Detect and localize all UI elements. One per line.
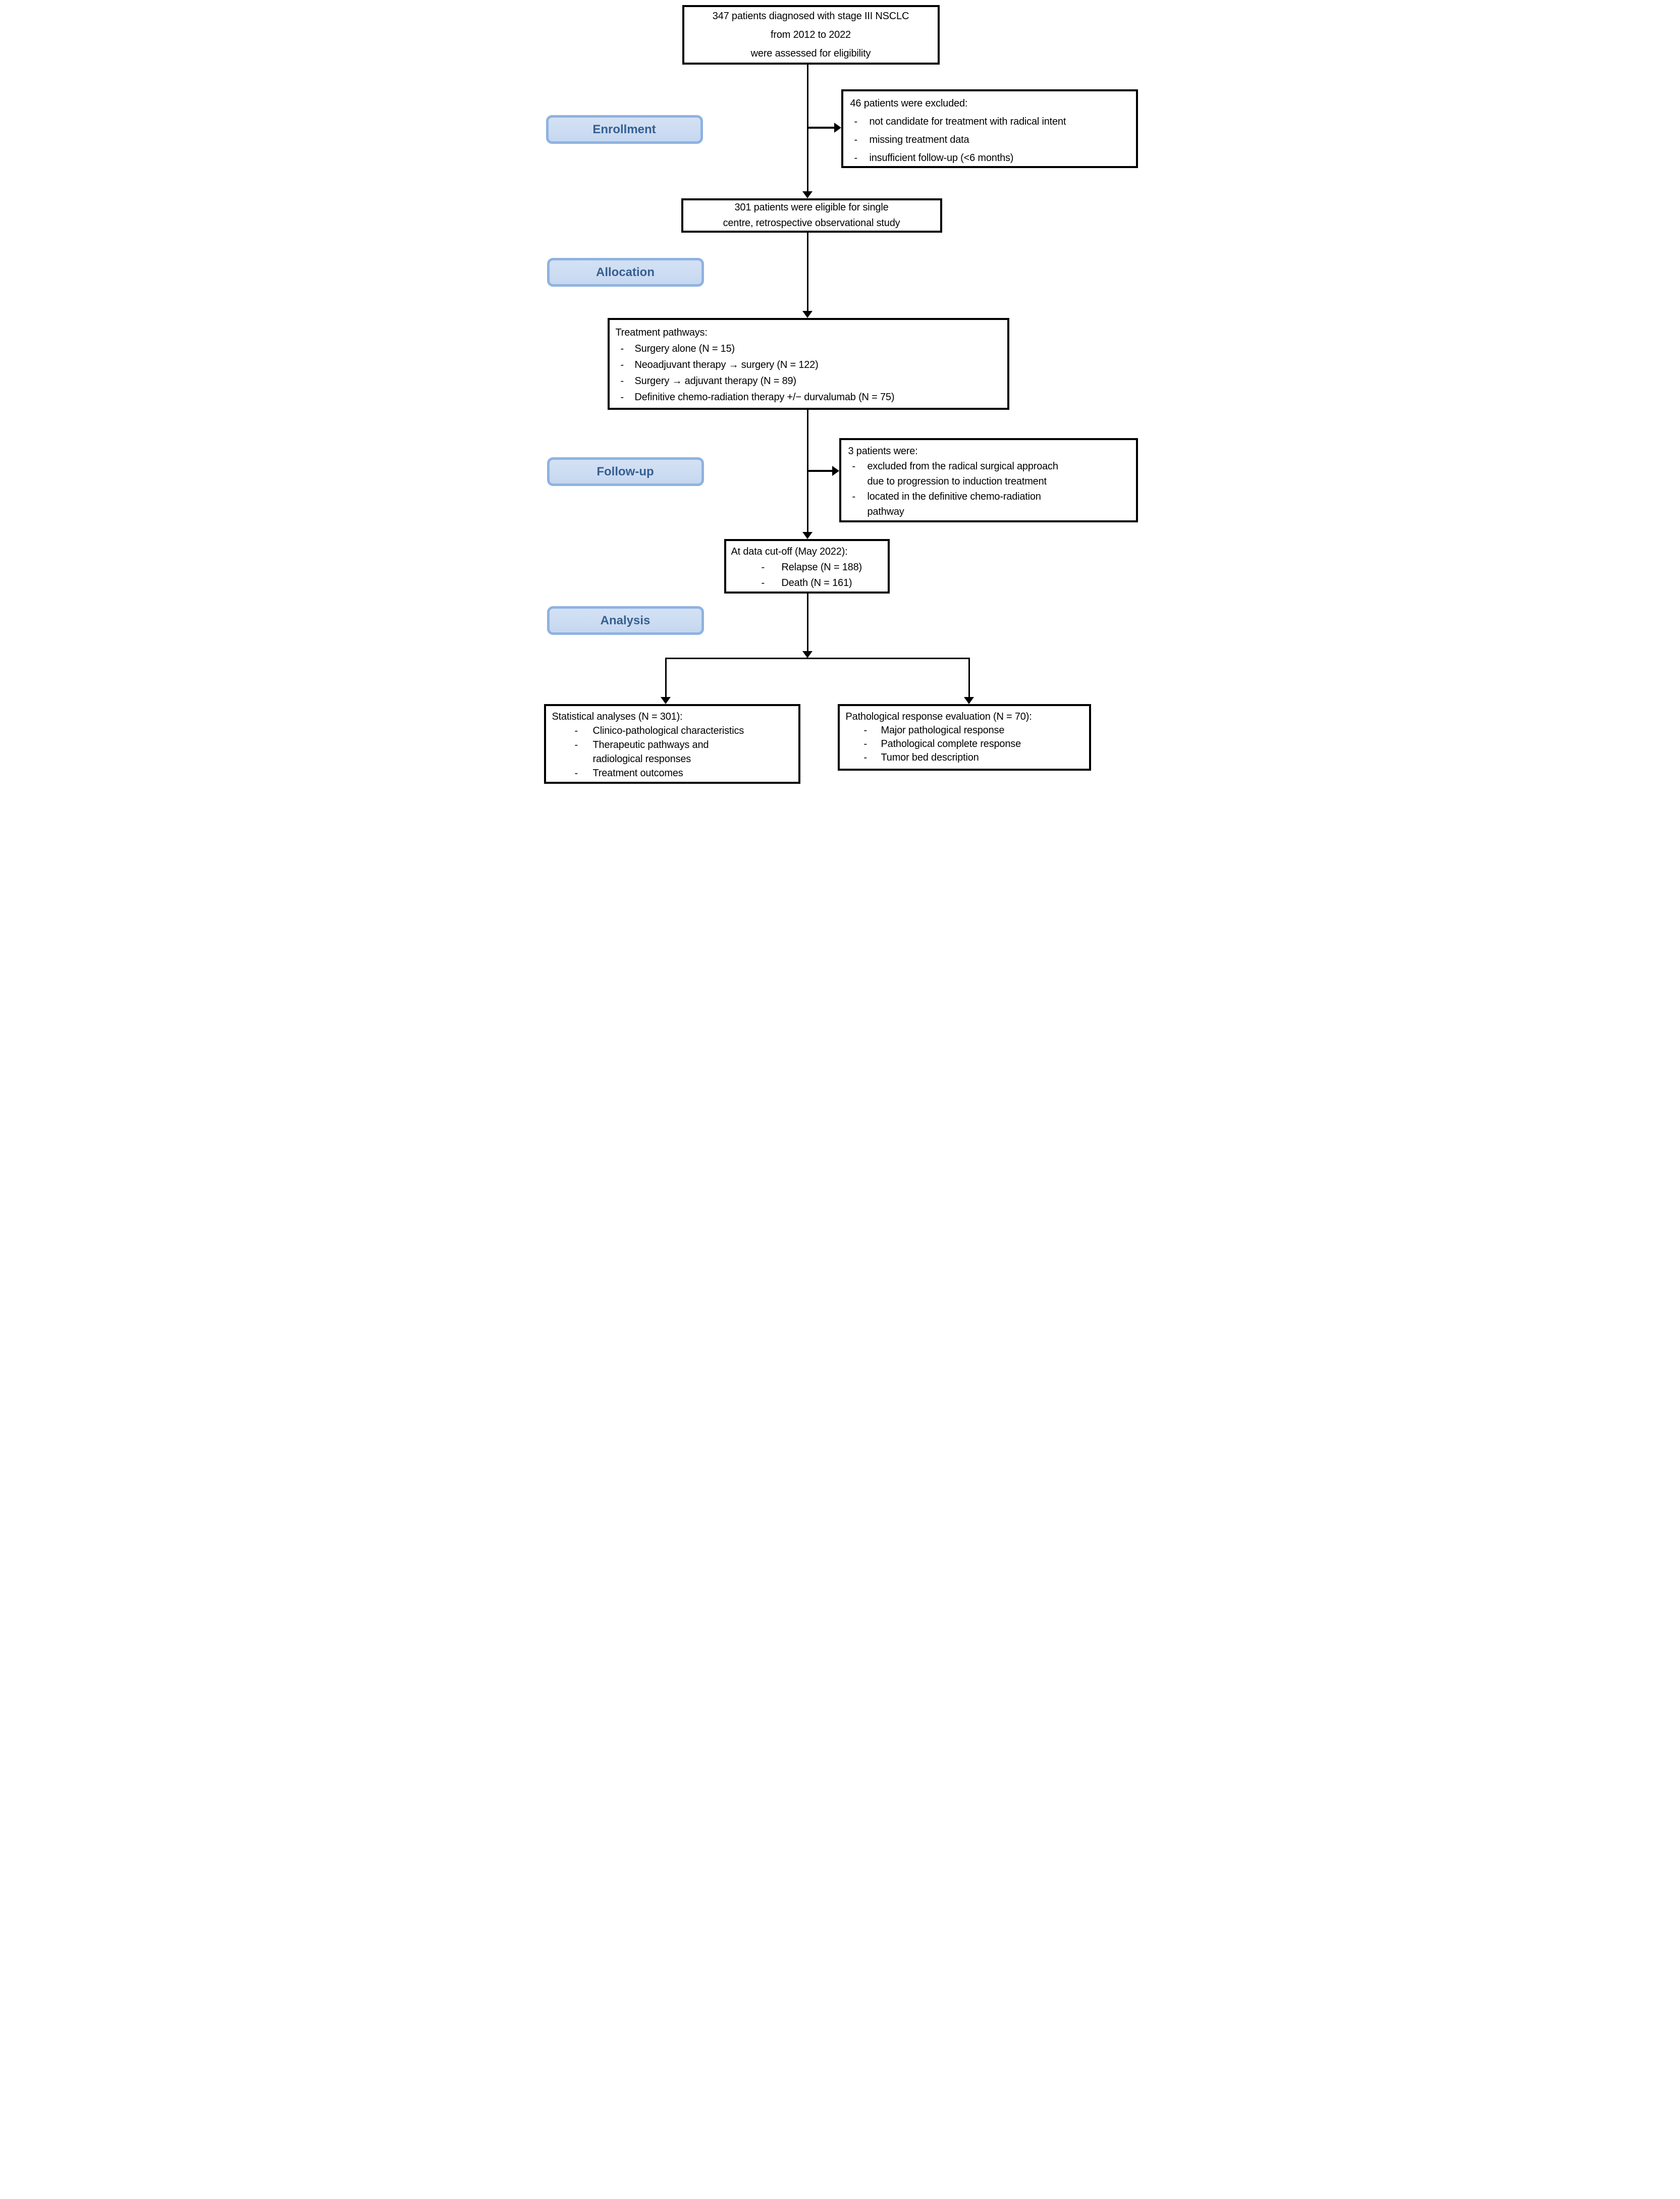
bullet-dash <box>854 149 870 167</box>
consort-flow-diagram: Enrollment Allocation Follow-up Analysis… <box>539 0 1141 786</box>
box-title: 46 patients were excluded: <box>850 98 968 109</box>
bullet-dash <box>621 341 635 357</box>
arrowhead-right-icon <box>832 466 839 476</box>
arrowhead-down-icon <box>802 191 812 198</box>
arrowhead-down-icon <box>802 532 812 539</box>
arrowhead-down-icon <box>660 697 671 704</box>
box-data-cutoff: At data cut-off (May 2022): Relapse (N =… <box>724 539 890 594</box>
box-title: Treatment pathways: <box>615 327 708 338</box>
bullet-dash <box>575 724 593 738</box>
arrowhead-down-icon <box>802 311 812 318</box>
stage-label-text: Allocation <box>595 265 655 279</box>
arrowhead-down-icon <box>802 651 812 658</box>
bullet-dash <box>864 724 881 737</box>
box-text: 347 patients diagnosed with stage III NS… <box>712 10 909 59</box>
list-item: Therapeutic pathways and radiological re… <box>575 738 794 766</box>
connector-branch-to-excluded <box>807 127 835 129</box>
list-item: Clinico-pathological characteristics <box>575 724 794 738</box>
connector-assessed-to-eligible <box>806 65 808 192</box>
list-item: Surgery → adjuvant therapy (N = 89) <box>616 373 1002 389</box>
bullet-dash <box>575 738 593 752</box>
box-statistical-analyses: Statistical analyses (N = 301): Clinico-… <box>544 704 800 784</box>
list-item: Pathological complete response <box>864 737 1085 751</box>
box-text: 301 patients were eligible for single ce… <box>723 202 900 229</box>
stage-label-followup: Follow-up <box>547 457 704 486</box>
list-item: insufficient follow-up (<6 months) <box>850 149 1131 167</box>
list-item: Neoadjuvant therapy → surgery (N = 122) <box>616 357 1002 373</box>
bullet-dash <box>864 737 881 751</box>
list-item: Treatment outcomes <box>575 766 794 780</box>
stage-label-analysis: Analysis <box>547 606 704 635</box>
bullet-dash <box>621 389 635 405</box>
list-item: Surgery alone (N = 15) <box>616 341 1002 357</box>
bullet-dash <box>852 489 868 504</box>
stage-label-allocation: Allocation <box>547 258 704 287</box>
stage-label-text: Analysis <box>600 613 651 627</box>
connector-split-to-pathological <box>968 658 970 698</box>
box-eligible-patients: 301 patients were eligible for single ce… <box>681 198 942 233</box>
list-item: excluded from the radical surgical appro… <box>848 459 1131 489</box>
stage-label-text: Follow-up <box>597 464 654 478</box>
bullet-dash <box>575 766 593 780</box>
connector-split-to-statistical <box>665 658 667 698</box>
connector-split-horizontal <box>665 658 970 659</box>
list-item: Tumor bed description <box>864 751 1085 765</box>
box-pathological-response-evaluation: Pathological response evaluation (N = 70… <box>837 704 1091 771</box>
bullet-dash <box>762 575 782 591</box>
stage-label-text: Enrollment <box>592 122 656 136</box>
bullet-dash <box>852 459 868 474</box>
box-assessed-for-eligibility: 347 patients diagnosed with stage III NS… <box>682 5 940 65</box>
list-item: Major pathological response <box>864 724 1085 737</box>
connector-pathways-to-cutoff <box>806 410 808 532</box>
bullet-dash <box>621 357 635 373</box>
list-item: Relapse (N = 188) <box>762 560 884 575</box>
bullet-dash <box>621 373 635 389</box>
list-item: Definitive chemo-radiation therapy +/− d… <box>616 389 1002 405</box>
bullet-dash <box>854 131 870 149</box>
bullet-dash <box>864 751 881 765</box>
arrowhead-down-icon <box>963 697 974 704</box>
list-item: not candidate for treatment with radical… <box>850 113 1131 131</box>
connector-eligible-to-pathways <box>806 233 808 311</box>
box-title: 3 patients were: <box>848 446 918 457</box>
arrowhead-right-icon <box>834 123 841 133</box>
connector-cutoff-to-split <box>806 594 808 652</box>
box-treatment-pathways: Treatment pathways: Surgery alone (N = 1… <box>607 318 1009 410</box>
list-item: located in the definitive chemo-radiatio… <box>848 489 1131 519</box>
box-title: Pathological response evaluation (N = 70… <box>845 711 1032 722</box>
connector-branch-to-followup-exclusions <box>807 470 833 472</box>
list-item: missing treatment data <box>850 131 1131 149</box>
bullet-dash <box>854 113 870 131</box>
box-title: Statistical analyses (N = 301): <box>552 711 683 722</box>
stage-label-enrollment: Enrollment <box>546 115 703 144</box>
box-followup-exclusions: 3 patients were: excluded from the radic… <box>839 438 1138 522</box>
box-excluded-patients: 46 patients were excluded: not candidate… <box>841 89 1138 168</box>
box-title: At data cut-off (May 2022): <box>731 546 848 557</box>
bullet-dash <box>762 560 782 575</box>
list-item: Death (N = 161) <box>762 575 884 591</box>
